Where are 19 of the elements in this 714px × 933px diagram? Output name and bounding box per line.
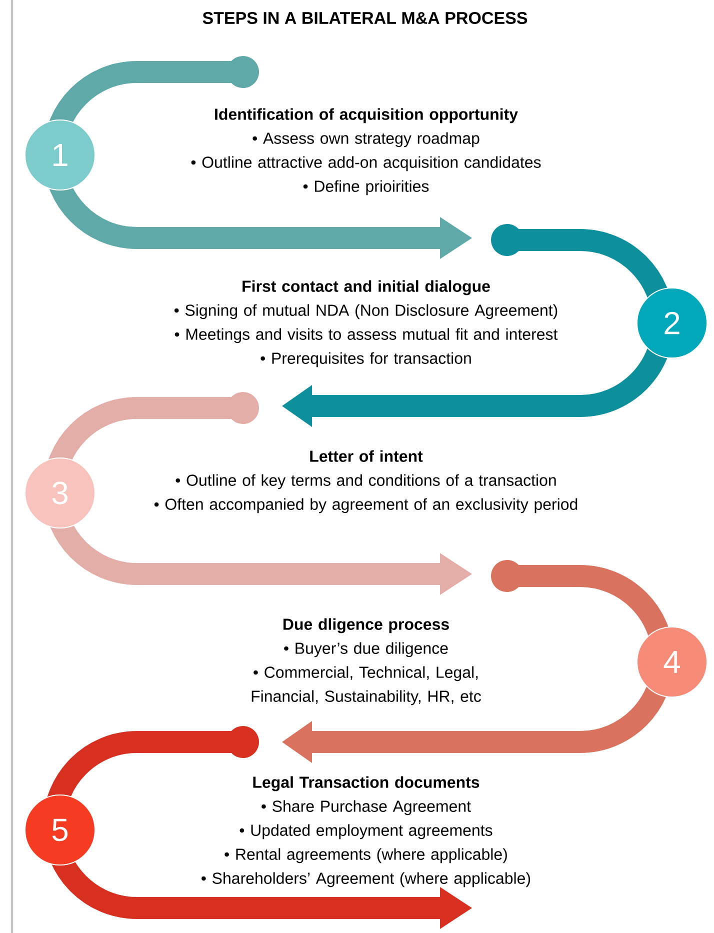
node-label: First contact and initial dialogue [242,280,490,296]
node-label: • Prerequisites for transaction [260,352,471,368]
step-description: Due dligence process • Buyer’s due diligence • Commercial, Technical, Legal, Financial, Sustainability, HR, etc [252,618,481,706]
node-label: • Outline attractive add-on acquisition candidates [191,156,541,172]
node-label: • Meetings and visits to assess mutual fit and interest [174,328,558,344]
node-label: • Updated employment agreements [240,824,492,840]
node-label: • Share Purchase Agreement [262,800,471,816]
node-label: • Shareholders’ Agreement (where applicable) [202,872,530,888]
node-label: • Define prioirities [303,180,429,196]
title: STEPS IN A BILATERAL M&A PROCESS [202,12,528,24]
step-description: Legal Transaction documents • Share Purchase Agreement • Updated employment agreements • Rental agreements (where applicable) • Shareholders’ Agreement (where applicable) [202,776,530,888]
step-description: First contact and initial dialogue • Signing of mutual NDA (Non Disclosure Agreement) • Meetings and visits to assess mutual fit and interest • Prerequisites for transaction [174,280,558,368]
node-label: • Signing of mutual NDA (Non Disclosure Agreement) [174,304,558,320]
step-description: Letter of intent • Outline of key terms and conditions of a transaction • Often accompanied by agreement of an exclusivity period [154,450,578,514]
node-label: • Rental agreements (where applicable) [224,848,507,864]
node-label: Legal Transaction documents [253,776,480,792]
step-description: Identification of acquisition opportunity • Assess own strategy roadmap • Outline attractive add-on acquisition candidates • Define prioirities [191,108,541,196]
node-label: Identification of acquisition opportunity [215,108,518,124]
node-label: • Assess own strategy roadmap [252,132,480,148]
